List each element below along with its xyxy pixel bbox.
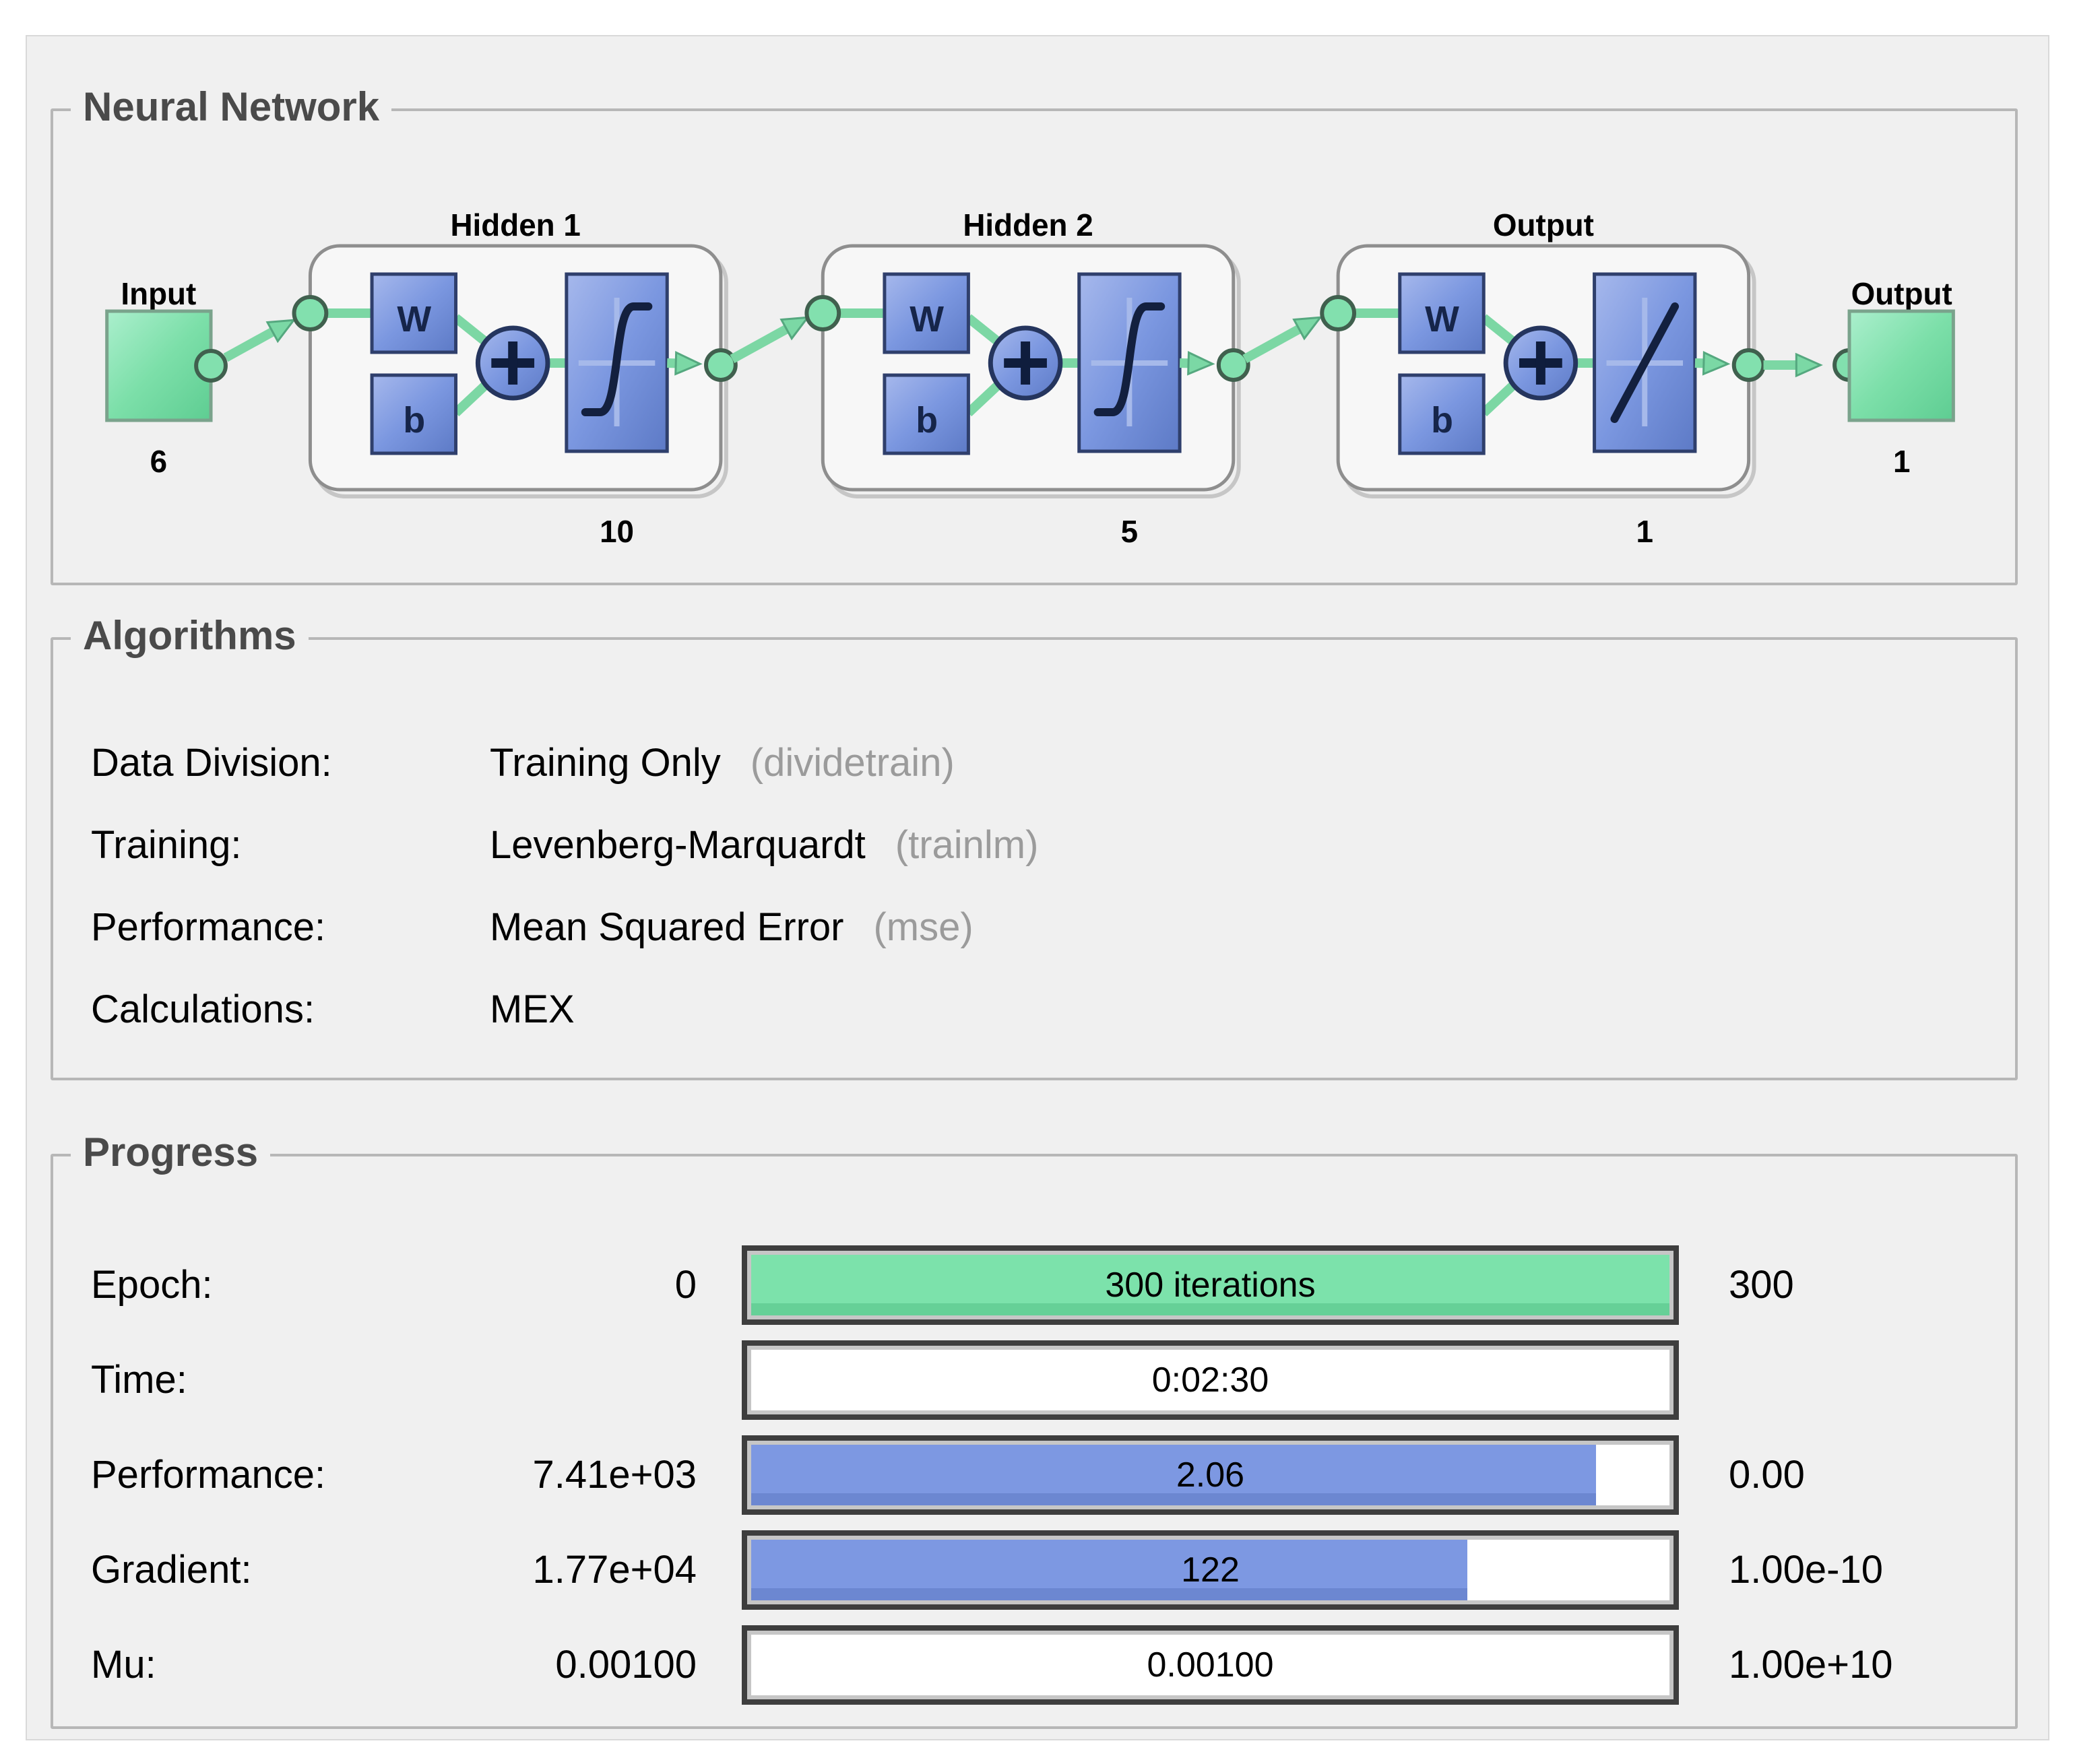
weight-block-icon [883, 272, 970, 354]
layer-hidden-2: Hidden 2 W b [804, 207, 1322, 549]
connector-node-icon [1320, 295, 1357, 331]
row-label: Time: [91, 1358, 187, 1402]
row-value: Mean Squared Error [490, 905, 844, 949]
progressbar-fill [751, 1445, 1596, 1505]
neural-network-group-title: Neural Network [71, 79, 392, 135]
row-label: Training: [91, 823, 242, 867]
row-value: MEX [490, 987, 575, 1031]
progress-row-performance: Performance: 7.41e+03 2.06 0.00 [53, 1435, 2015, 1515]
row-start-value: 0 [674, 1263, 697, 1307]
layer-name: Output [1493, 207, 1594, 242]
layer-size: 1 [1636, 514, 1653, 549]
progress-row-epoch: Epoch: 0 300 iterations 300 [53, 1245, 2015, 1325]
connector-node-icon [194, 349, 228, 383]
layer-output: Output W b 1 [1320, 207, 1766, 549]
weight-block-icon [370, 272, 458, 354]
progress-row-gradient: Gradient: 1.77e+04 122 1.00e-10 [53, 1530, 2015, 1610]
row-value: Levenberg-Marquardt [490, 823, 866, 867]
progressbar-text: 122 [1181, 1550, 1240, 1590]
algorithm-row-performance: Performance: Mean Squared Error (mse) [91, 899, 2002, 956]
progressbar-fill [751, 1255, 1669, 1315]
progress-row-mu: Mu: 0.00100 0.00100 1.00e+10 [53, 1625, 2015, 1705]
input-box-icon [105, 309, 213, 422]
algorithm-row-data-division: Data Division: Training Only (dividetrain) [91, 735, 2002, 791]
row-start-value: 1.77e+04 [532, 1548, 697, 1592]
layer-name: Hidden 1 [450, 207, 580, 242]
row-label: Mu: [91, 1643, 156, 1687]
row-label: Performance: [91, 1453, 326, 1497]
row-start-value [430, 1340, 697, 1420]
weight-letter: W [397, 299, 431, 339]
layer-hidden-1: Hidden 1 W b [292, 207, 810, 549]
weight-letter: W [1425, 299, 1459, 339]
output-box-icon [1847, 309, 1955, 422]
row-limit-value: 1.00e+10 [1729, 1643, 1893, 1687]
row-label: Epoch: [91, 1263, 213, 1307]
neural-network-group: Neural Network Input 6 [51, 79, 2018, 585]
layer-name: Hidden 2 [963, 207, 1093, 242]
bias-letter: b [1431, 400, 1453, 440]
performance-progressbar: 2.06 [742, 1435, 1679, 1515]
output-block: Output 1 [1763, 276, 1955, 479]
connector-node-icon [704, 348, 738, 382]
row-limit-value: 300 [1729, 1263, 1794, 1307]
input-label: Input [121, 276, 196, 311]
weight-letter: W [910, 299, 944, 339]
connector-node-icon [292, 295, 329, 331]
progressbar-text: 2.06 [1176, 1456, 1245, 1495]
row-value: Training Only [490, 741, 721, 785]
time-progressbar: 0:02:30 [742, 1340, 1679, 1420]
epoch-progressbar: 300 iterations [742, 1245, 1679, 1325]
layer-size: 5 [1121, 514, 1138, 549]
connector-node-icon [1731, 348, 1766, 382]
algorithm-row-calculations: Calculations: MEX [91, 981, 2002, 1038]
row-limit-value: 1.00e-10 [1729, 1548, 1883, 1592]
progressbar-text: 0.00100 [1147, 1645, 1274, 1685]
algorithms-group-title: Algorithms [71, 608, 309, 664]
bias-block-icon [370, 373, 458, 455]
row-limit-value: 0.00 [1729, 1453, 1805, 1497]
row-function-name: (dividetrain) [750, 741, 955, 785]
progressbar-fill [751, 1540, 1468, 1600]
row-label: Performance: [91, 905, 326, 949]
output-label: Output [1851, 276, 1952, 311]
bias-letter: b [403, 400, 425, 440]
algorithm-row-training: Training: Levenberg-Marquardt (trainlm) [91, 817, 2002, 874]
progressbar-text: 0:02:30 [1151, 1361, 1269, 1400]
output-size: 1 [1893, 444, 1910, 479]
row-start-value: 0.00100 [555, 1643, 697, 1687]
bias-letter: b [916, 400, 938, 440]
row-start-value: 7.41e+03 [532, 1453, 697, 1497]
progress-row-time: Time: 0:02:30 [53, 1340, 2015, 1420]
network-diagram: Input 6 Hidden 1 W b [105, 207, 1955, 549]
training-tool-panel: Neural Network Input 6 [26, 35, 2049, 1740]
mu-progressbar: 0.00100 [742, 1625, 1679, 1705]
row-function-name: (trainlm) [895, 823, 1039, 867]
progress-group: Progress Epoch: 0 300 iterations 300 Tim… [51, 1124, 2018, 1729]
connector-node-icon [804, 295, 841, 331]
row-label: Data Division: [91, 741, 332, 785]
algorithms-group: Algorithms Data Division: Training Only (d… [51, 608, 2018, 1080]
layer-size: 10 [600, 514, 634, 549]
progressbar-text: 300 iterations [1105, 1266, 1316, 1305]
gradient-progressbar: 122 [742, 1530, 1679, 1610]
bias-block-icon [1398, 373, 1486, 455]
row-label: Calculations: [91, 987, 315, 1031]
input-block: Input 6 [105, 276, 296, 479]
row-label: Gradient: [91, 1548, 252, 1592]
input-size: 6 [150, 444, 167, 479]
progress-group-title: Progress [71, 1124, 271, 1181]
connector-node-icon [1216, 348, 1250, 382]
row-function-name: (mse) [873, 905, 974, 949]
weight-block-icon [1398, 272, 1486, 354]
bias-block-icon [883, 373, 970, 455]
